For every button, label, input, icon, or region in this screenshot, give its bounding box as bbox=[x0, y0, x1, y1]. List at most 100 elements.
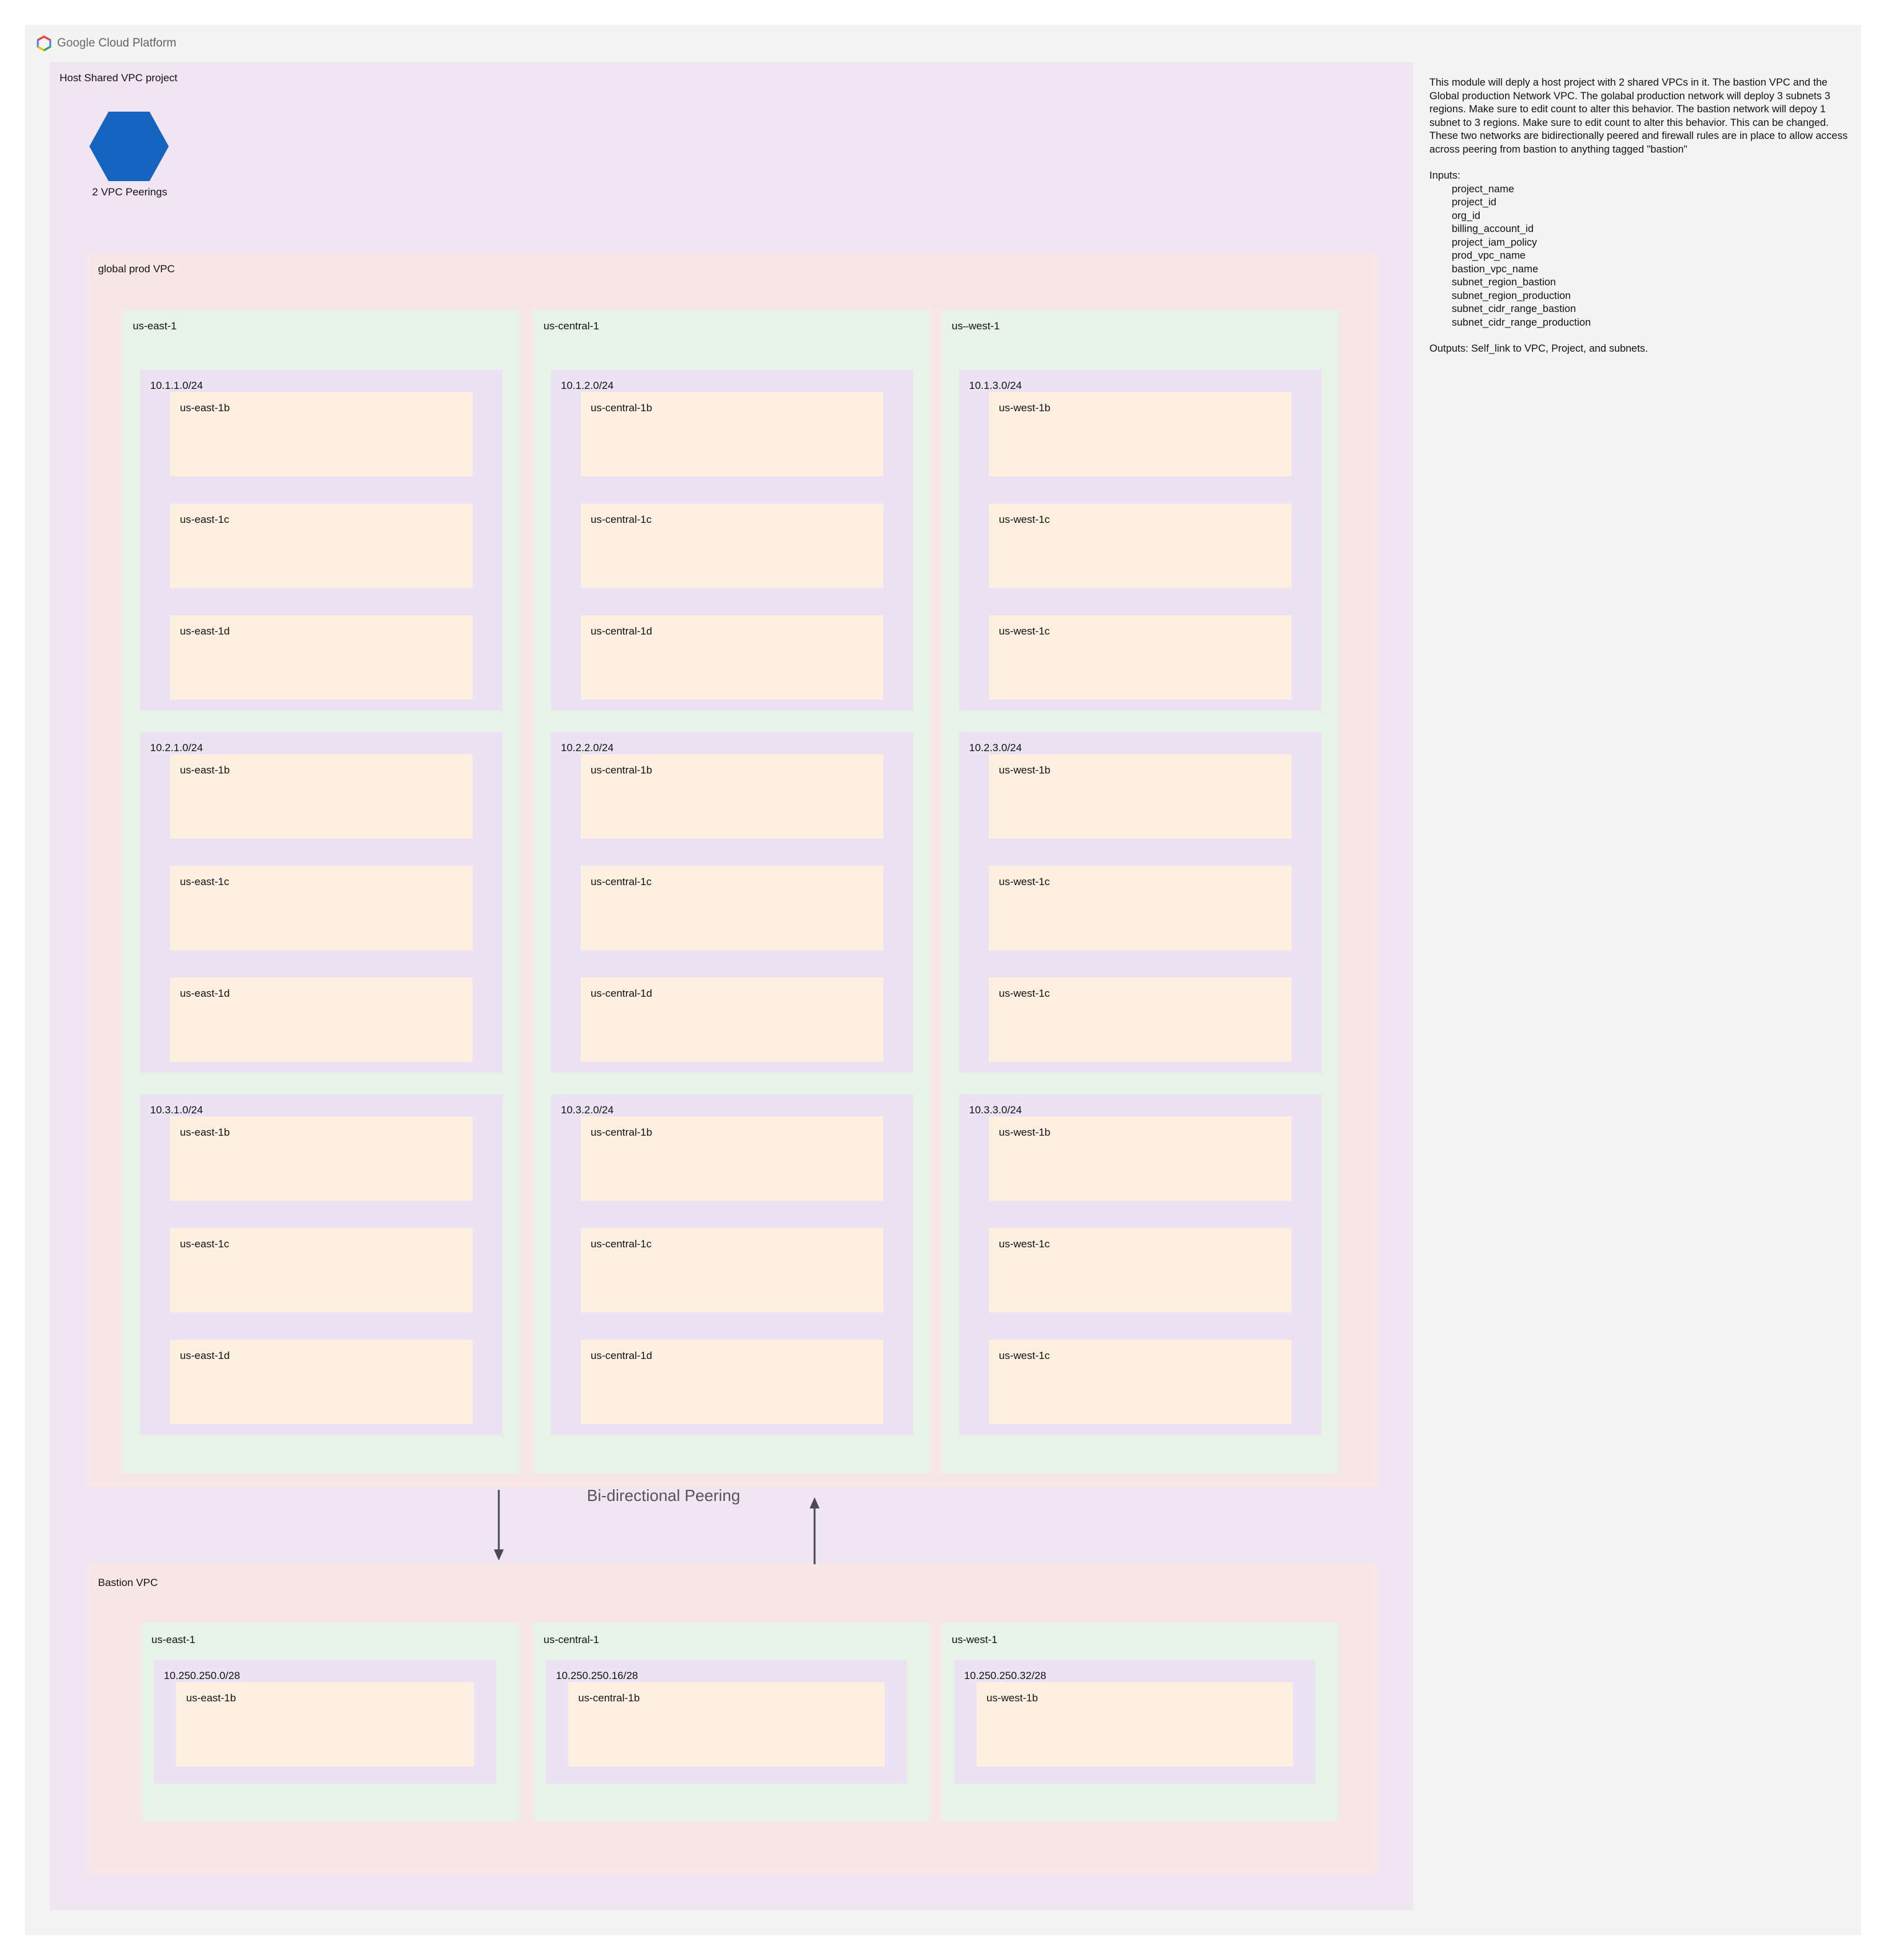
inputs-heading: Inputs: bbox=[1429, 169, 1460, 181]
zone-box: us-east-1b bbox=[170, 754, 473, 839]
bastion-zone-box: us-east-1b bbox=[176, 1682, 474, 1766]
vpc-peerings-label: 2 VPC Peerings bbox=[92, 186, 168, 198]
bastion-region-label: us-central-1 bbox=[543, 1634, 599, 1646]
subnet-cidr-label: 10.3.3.0/24 bbox=[969, 1104, 1022, 1116]
prod-vpc-label: global prod VPC bbox=[98, 263, 175, 275]
zone-label: us-east-1d bbox=[180, 625, 230, 637]
zone-label: us-east-1d bbox=[180, 1350, 230, 1361]
zone-label: us-central-1c bbox=[591, 1238, 652, 1250]
zone-box: us-central-1c bbox=[581, 1228, 883, 1312]
input-item: subnet_region_production bbox=[1452, 289, 1571, 301]
outputs-text: Outputs: Self_link to VPC, Project, and … bbox=[1429, 342, 1648, 354]
bastion-zone-box: us-west-1b bbox=[977, 1682, 1293, 1766]
subnet-cidr-label: 10.3.2.0/24 bbox=[561, 1104, 614, 1116]
zone-box: us-central-1b bbox=[581, 1116, 883, 1201]
zone-box: us-west-1b bbox=[989, 1116, 1292, 1201]
subnet-cidr-label: 10.2.2.0/24 bbox=[561, 742, 614, 754]
zone-box: us-east-1c bbox=[170, 1228, 473, 1312]
zone-label: us-east-1b bbox=[180, 402, 230, 414]
region-label: us-east-1 bbox=[133, 320, 177, 332]
input-item: org_id bbox=[1452, 209, 1481, 221]
bastion-region-label: us-west-1 bbox=[952, 1634, 998, 1646]
zone-label: us-west-1b bbox=[999, 402, 1051, 414]
bastion-region-label: us-east-1 bbox=[151, 1634, 195, 1646]
subnet-cidr-label: 10.3.1.0/24 bbox=[150, 1104, 203, 1116]
zone-box: us-east-1d bbox=[170, 978, 473, 1062]
zone-box: us-east-1c bbox=[170, 504, 473, 588]
zone-label: us-west-1c bbox=[999, 625, 1050, 637]
zone-label: us-central-1c bbox=[591, 514, 652, 525]
zone-box: us-east-1c bbox=[170, 866, 473, 950]
zone-box: us-west-1c bbox=[989, 504, 1292, 588]
zone-label: us-east-1c bbox=[180, 876, 230, 888]
zone-label: us-central-1b bbox=[591, 402, 653, 414]
input-item: project_id bbox=[1452, 196, 1496, 208]
region-label: us–west-1 bbox=[952, 320, 1000, 332]
zone-box: us-west-1c bbox=[989, 1340, 1292, 1424]
zone-label: us-east-1b bbox=[180, 764, 230, 776]
zone-label: us-central-1b bbox=[591, 764, 653, 776]
zone-label: us-east-1d bbox=[180, 987, 230, 999]
bastion-zone-label: us-west-1b bbox=[986, 1692, 1039, 1704]
subnet-cidr-label: 10.1.3.0/24 bbox=[969, 380, 1022, 391]
zone-label: us-west-1c bbox=[999, 987, 1050, 999]
description-intro: This module will deply a host project wi… bbox=[1429, 76, 1848, 155]
zone-label: us-central-1d bbox=[591, 1350, 653, 1361]
gcp-logo: Google Cloud Platform bbox=[36, 35, 176, 52]
bastion-vpc-label: Bastion VPC bbox=[98, 1577, 158, 1588]
zone-box: us-west-1b bbox=[989, 754, 1292, 839]
zone-box: us-west-1c bbox=[989, 978, 1292, 1062]
zone-box: us-east-1b bbox=[170, 392, 473, 476]
zone-box: us-central-1c bbox=[581, 504, 883, 588]
input-item: project_iam_policy bbox=[1452, 236, 1537, 248]
up-arrow-icon bbox=[810, 1497, 820, 1568]
input-item: bastion_vpc_name bbox=[1452, 262, 1539, 275]
zone-box: us-east-1d bbox=[170, 615, 473, 700]
zone-box: us-central-1c bbox=[581, 866, 883, 950]
zone-box: us-west-1c bbox=[989, 866, 1292, 950]
bastion-zone-label: us-central-1b bbox=[578, 1692, 640, 1704]
bastion-zone-box: us-central-1b bbox=[568, 1682, 885, 1766]
zone-label: us-central-1c bbox=[591, 876, 652, 888]
gcp-logo-text: Google Cloud Platform bbox=[57, 37, 177, 50]
zone-label: us-west-1c bbox=[999, 876, 1050, 888]
zone-label: us-central-1d bbox=[591, 625, 653, 637]
zone-box: us-west-1c bbox=[989, 615, 1292, 700]
zone-box: us-central-1d bbox=[581, 978, 883, 1062]
zone-box: us-central-1b bbox=[581, 392, 883, 476]
zone-box: us-west-1c bbox=[989, 1228, 1292, 1312]
input-item: subnet_region_bastion bbox=[1452, 276, 1556, 288]
bastion-subnet-cidr-label: 10.250.250.0/28 bbox=[164, 1670, 240, 1682]
subnet-cidr-label: 10.2.3.0/24 bbox=[969, 742, 1022, 754]
subnet-cidr-label: 10.1.2.0/24 bbox=[561, 380, 614, 391]
bastion-subnet-cidr-label: 10.250.250.32/28 bbox=[964, 1670, 1047, 1682]
gcp-hexagon-icon bbox=[37, 35, 51, 51]
zone-box: us-central-1d bbox=[581, 615, 883, 700]
input-item: prod_vpc_name bbox=[1452, 249, 1526, 261]
zone-label: us-east-1c bbox=[180, 1238, 230, 1250]
region-label: us-central-1 bbox=[543, 320, 599, 332]
zone-label: us-east-1b bbox=[180, 1126, 230, 1138]
input-item: subnet_cidr_range_bastion bbox=[1452, 303, 1576, 314]
input-item: billing_account_id bbox=[1452, 223, 1534, 234]
zone-box: us-central-1b bbox=[581, 754, 883, 839]
down-arrow-icon bbox=[494, 1490, 504, 1561]
zone-label: us-west-1b bbox=[999, 764, 1051, 776]
zone-label: us-west-1b bbox=[999, 1126, 1051, 1138]
zone-box: us-east-1b bbox=[170, 1116, 473, 1201]
zone-label: us-west-1c bbox=[999, 514, 1050, 525]
input-item: project_name bbox=[1452, 182, 1514, 195]
zone-label: us-central-1d bbox=[591, 987, 653, 999]
subnet-cidr-label: 10.1.1.0/24 bbox=[150, 380, 203, 391]
hexagon-peering-icon bbox=[88, 110, 170, 182]
subnet-cidr-label: 10.2.1.0/24 bbox=[150, 742, 203, 754]
module-description: This module will deply a host project wi… bbox=[1429, 76, 1851, 368]
zone-box: us-east-1d bbox=[170, 1340, 473, 1424]
input-item: subnet_cidr_range_production bbox=[1452, 316, 1591, 328]
zone-box: us-central-1d bbox=[581, 1340, 883, 1424]
zone-label: us-east-1c bbox=[180, 514, 230, 525]
zone-box: us-west-1b bbox=[989, 392, 1292, 476]
bastion-subnet-cidr-label: 10.250.250.16/28 bbox=[556, 1670, 638, 1682]
bidirectional-peering-label: Bi-directional Peering bbox=[587, 1486, 741, 1505]
